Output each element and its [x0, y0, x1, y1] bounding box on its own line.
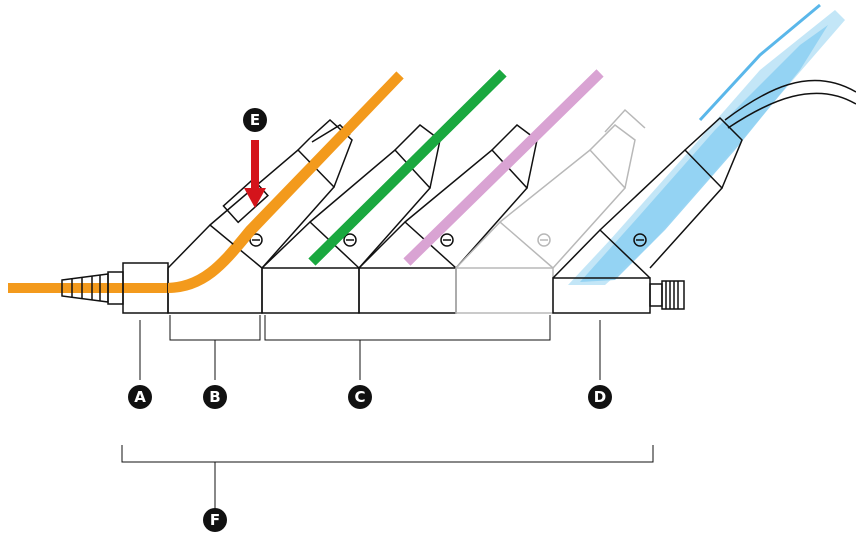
callout-f: F	[203, 508, 227, 532]
callout-f-text: F	[210, 511, 220, 529]
callout-e-text: E	[250, 111, 260, 129]
callout-b: B	[203, 385, 227, 409]
callout-d: D	[588, 385, 612, 409]
inlet-connector-a	[61, 262, 169, 314]
orange-tube	[8, 71, 404, 293]
callout-c: C	[348, 385, 372, 409]
module-d-body	[552, 116, 743, 314]
outlet-cable	[724, 79, 856, 121]
callout-b-text: B	[209, 388, 220, 406]
callout-a: A	[128, 385, 152, 409]
callout-d-text: D	[594, 388, 606, 406]
callout-c-text: C	[354, 388, 365, 406]
callout-e: E	[243, 108, 267, 132]
blue-fluid-splash	[568, 3, 845, 285]
callout-a-text: A	[134, 388, 146, 406]
indicator-arrow	[244, 140, 266, 208]
module-c1-body	[261, 124, 441, 314]
module-c3-body-faded	[455, 108, 646, 314]
leader-lines	[121, 315, 654, 510]
